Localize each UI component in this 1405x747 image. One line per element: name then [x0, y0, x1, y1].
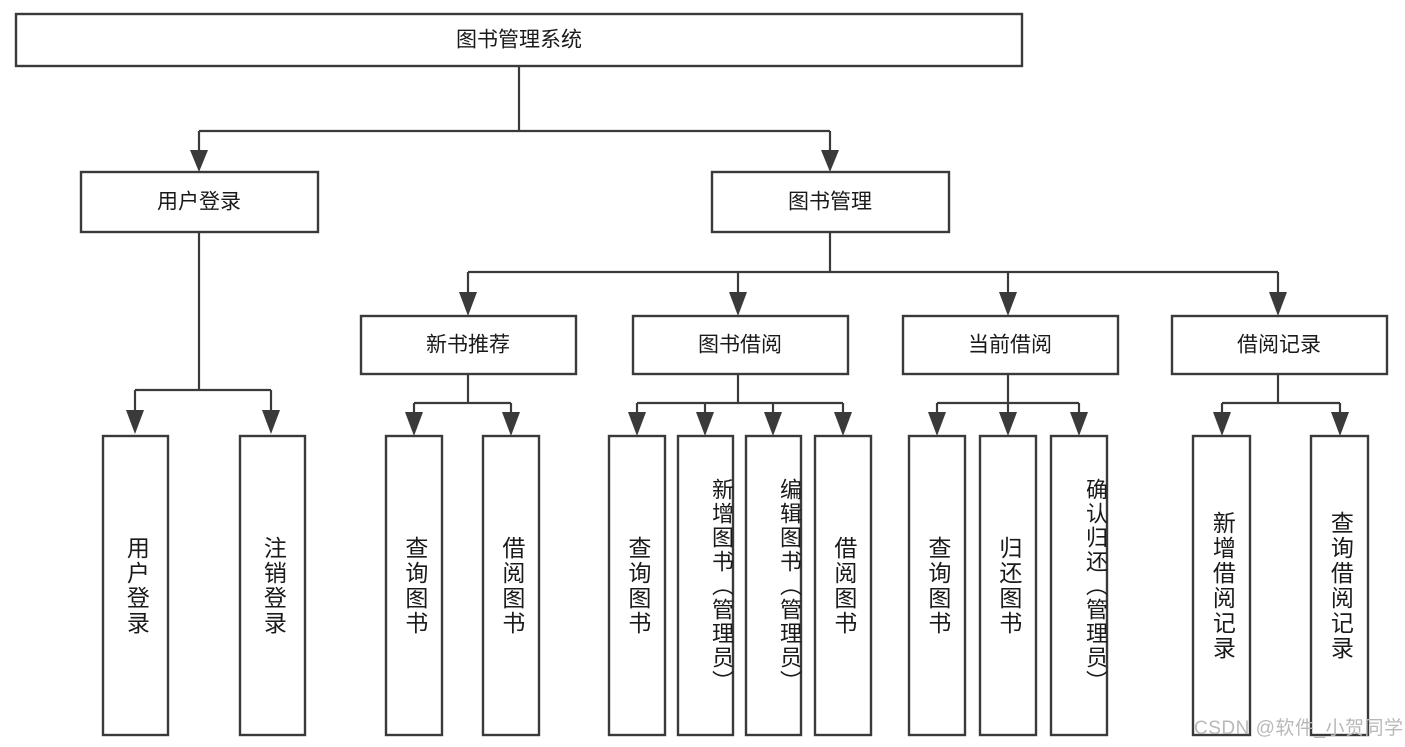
node-box-leaf-add-book[interactable] — [676, 434, 735, 737]
arrowhead-current-borrow — [999, 292, 1017, 316]
arrowhead-new-book-rec — [459, 292, 477, 316]
arrowhead-leaf-borrow-book-2 — [834, 412, 852, 436]
csdn-watermark: CSDN @软件_小贺同学 — [1194, 718, 1404, 739]
node-box-leaf-query-book-1[interactable] — [384, 434, 444, 737]
node-label-root: 图书管理系统 — [456, 29, 582, 52]
node-box-leaf-return-book[interactable] — [978, 434, 1038, 737]
node-box-leaf-borrow-book-1[interactable] — [481, 434, 541, 737]
arrowhead-leaf-return-book — [999, 412, 1017, 436]
arrowhead-leaf-add-record — [1213, 412, 1231, 436]
node-box-user-login[interactable] — [79, 170, 320, 234]
arrowhead-leaf-confirm-return — [1070, 412, 1088, 436]
node-layer: 图书管理系统 用户登录 图书管理 新书推荐 图书借阅 当前借阅 借阅记录 — [14, 12, 1389, 737]
arrowhead-borrow-record — [1269, 292, 1287, 316]
arrowhead-leaf-query-book-3 — [928, 412, 946, 436]
node-label-book-manage: 图书管理 — [788, 191, 872, 214]
arrowhead-leaf-logout — [262, 410, 280, 434]
node-box-leaf-add-record[interactable] — [1191, 434, 1252, 737]
node-label-new-book-rec: 新书推荐 — [426, 334, 510, 357]
node-box-book-borrow[interactable] — [631, 314, 850, 376]
node-box-borrow-record[interactable] — [1170, 314, 1389, 376]
arrowhead-leaf-borrow-book-1 — [502, 412, 520, 436]
node-box-leaf-query-book-3[interactable] — [907, 434, 967, 737]
node-box-leaf-user-login[interactable] — [101, 434, 170, 737]
node-box-leaf-edit-book[interactable] — [744, 434, 803, 737]
node-box-leaf-borrow-book-2[interactable] — [813, 434, 873, 737]
node-box-current-borrow[interactable] — [901, 314, 1120, 376]
arrowhead-leaf-edit-book — [764, 412, 782, 436]
node-label-borrow-record: 借阅记录 — [1237, 334, 1321, 357]
node-label-user-login: 用户登录 — [157, 191, 241, 214]
node-box-leaf-query-book-2[interactable] — [607, 434, 667, 737]
node-box-book-manage[interactable] — [710, 170, 951, 234]
arrowhead-book-manage — [821, 150, 839, 172]
arrowhead-leaf-query-book-2 — [628, 412, 646, 436]
arrowhead-user-login — [190, 150, 208, 172]
connector-layer — [126, 66, 1349, 436]
arrowhead-leaf-user-login — [126, 410, 144, 434]
node-box-leaf-logout[interactable] — [238, 434, 307, 737]
arrowhead-leaf-add-book — [696, 412, 714, 436]
node-box-leaf-query-record[interactable] — [1309, 434, 1370, 737]
node-label-book-borrow: 图书借阅 — [698, 334, 782, 357]
arrowhead-leaf-query-record — [1331, 412, 1349, 436]
arrowhead-book-borrow — [729, 292, 747, 316]
node-box-leaf-confirm-return[interactable] — [1049, 434, 1109, 737]
arrowhead-leaf-query-book-1 — [405, 412, 423, 436]
node-box-new-book-rec[interactable] — [359, 314, 578, 376]
node-box-root[interactable] — [14, 12, 1024, 68]
node-label-current-borrow: 当前借阅 — [968, 334, 1052, 357]
